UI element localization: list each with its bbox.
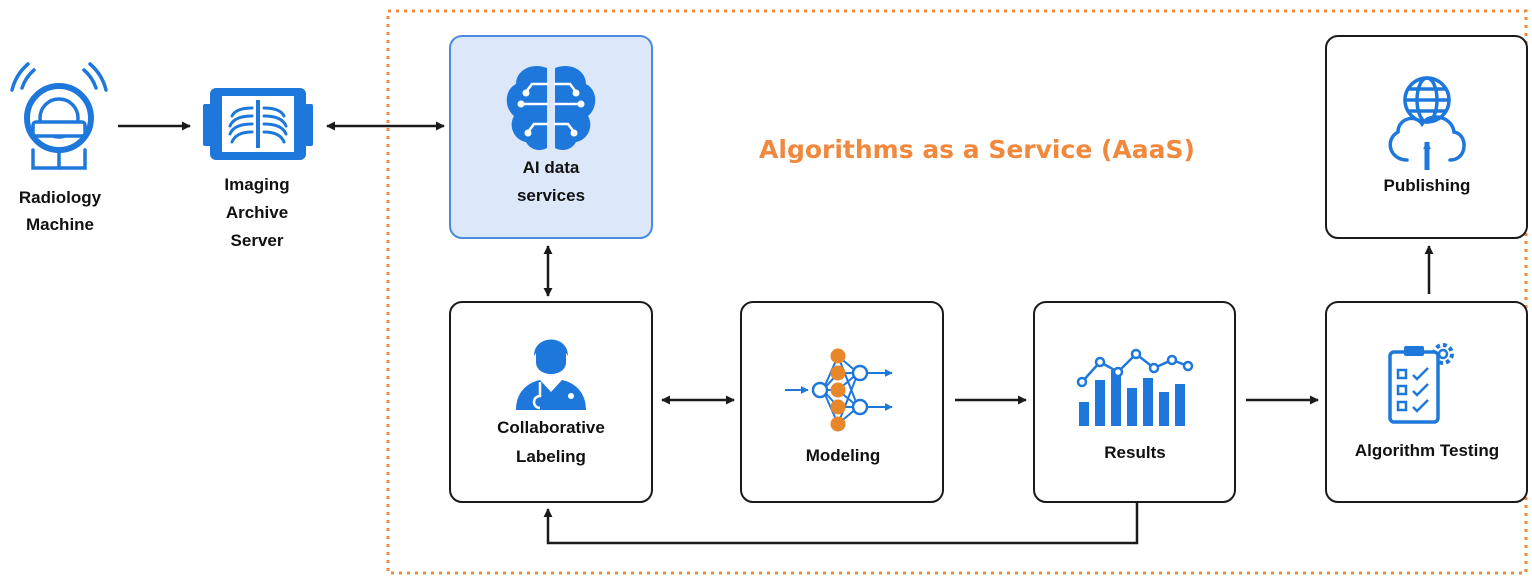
ai-data-services-node: AI data services	[449, 35, 653, 239]
collaborative-labeling-node: Collaborative Labeling	[449, 301, 653, 503]
modeling-label: Modeling	[806, 446, 881, 465]
connectors	[118, 121, 1434, 545]
arrow-results-feedback-to-labeling	[543, 502, 1139, 545]
mri-scanner-icon	[10, 62, 108, 170]
radiology-machine-node: Radiology Machine	[10, 62, 108, 234]
publishing-box	[1325, 35, 1528, 239]
bar-line-chart-icon	[1076, 348, 1194, 426]
modeling-node: Modeling	[740, 301, 944, 503]
radiology-label-line1: Radiology	[19, 188, 102, 207]
doctor-icon	[516, 339, 586, 410]
neural-network-icon	[785, 348, 893, 432]
aaas-region-border	[386, 9, 1528, 575]
archive-label-line3: Server	[231, 231, 284, 250]
labeling-label-line1: Collaborative	[497, 418, 605, 437]
archive-label-line2: Archive	[226, 203, 288, 222]
brain-circuit-icon	[506, 65, 596, 150]
labeling-label-line2: Labeling	[516, 447, 586, 466]
cloud-upload-globe-icon	[1388, 76, 1466, 162]
ai-label-line2: services	[517, 186, 585, 205]
xray-monitor-icon	[203, 88, 313, 160]
imaging-archive-node: Imaging Archive Server	[203, 88, 313, 250]
publishing-label: Publishing	[1384, 176, 1471, 195]
ai-box	[449, 35, 653, 239]
archive-label-line1: Imaging	[224, 175, 289, 194]
ai-label-line1: AI data	[523, 158, 580, 177]
radiology-label-line2: Machine	[26, 215, 94, 234]
publishing-node: Publishing	[1325, 35, 1528, 239]
region-title: Algorithms as a Service (AaaS)	[759, 135, 1195, 164]
testing-label: Algorithm Testing	[1355, 441, 1499, 460]
clipboard-gear-icon	[1388, 343, 1454, 424]
results-node: Results	[1033, 301, 1236, 503]
algorithm-testing-node: Algorithm Testing	[1325, 301, 1528, 503]
results-label: Results	[1104, 443, 1165, 462]
